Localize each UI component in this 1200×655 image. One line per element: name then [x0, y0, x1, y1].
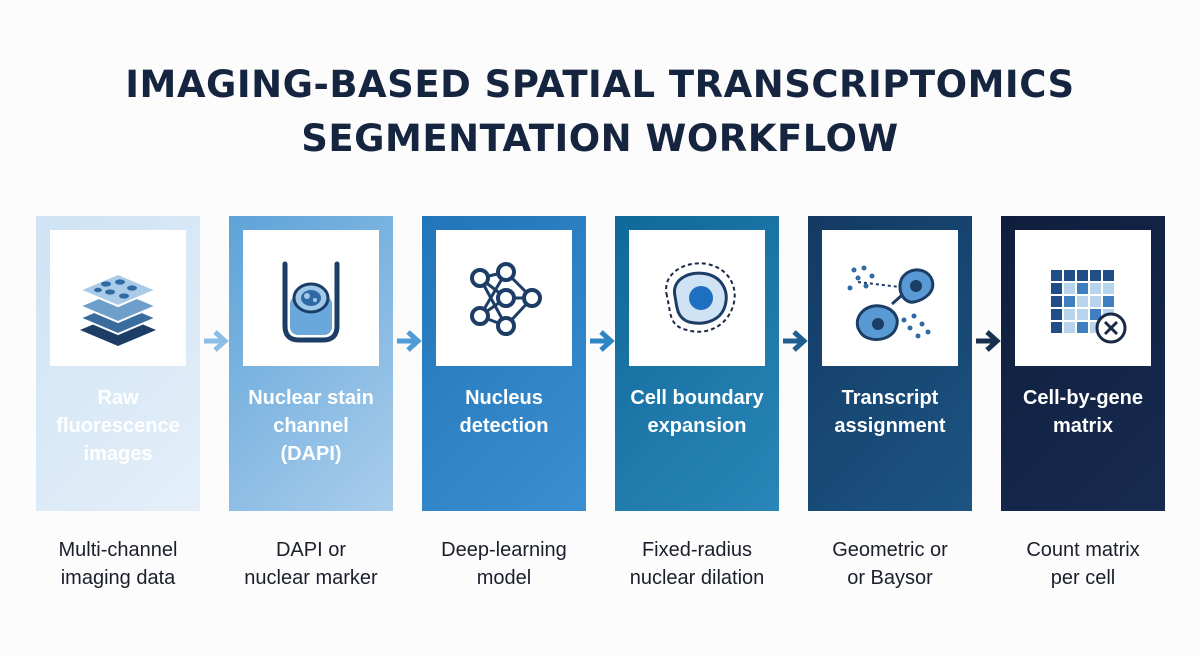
step-description-line: or Baysor [847, 567, 933, 589]
step-description: Geometric or or Baysor [795, 536, 985, 592]
title-line-1: IMAGING-BASED SPATIAL TRANSCRIPTOMICS [125, 63, 1075, 106]
step-description: Fixed-radius nuclear dilation [602, 536, 792, 592]
step-label-line: images [83, 443, 153, 465]
title-line-2: SEGMENTATION WORKFLOW [301, 117, 899, 160]
step-label: Transcript assignment [812, 384, 968, 440]
step-description: Deep-learning model [409, 536, 599, 592]
step-icon-box [50, 230, 186, 366]
flow-arrow-icon [202, 326, 232, 356]
step-label-line: channel [273, 415, 349, 437]
flow-arrow-icon [588, 326, 618, 356]
stained-nucleus-dish-icon [282, 261, 340, 343]
step-panel: Cell boundary expansion [615, 216, 779, 511]
step-description-line: Multi-channel [58, 539, 178, 561]
step-icon-box [243, 230, 379, 366]
page-title: IMAGING-BASED SPATIAL TRANSCRIPTOMICS SE… [0, 58, 1200, 166]
step-description-line: imaging data [60, 567, 176, 589]
workflow-step-1: Raw fluorescence images [36, 216, 200, 511]
step-label-line: Cell boundary [630, 387, 764, 409]
step-panel: Transcript assignment [808, 216, 972, 511]
transcript-assignment-icon [847, 265, 935, 342]
step-icon-box [629, 230, 765, 366]
step-description-line: Geometric or [832, 539, 948, 561]
flow-arrow-icon [395, 326, 425, 356]
step-label-line: assignment [834, 415, 946, 437]
workflow-step-3: Nucleus detection [422, 216, 586, 511]
step-label: Raw fluorescence images [40, 384, 196, 468]
step-description-line: Deep-learning [441, 539, 567, 561]
stacked-layers-icon [77, 272, 159, 346]
step-label-line: detection [459, 415, 549, 437]
step-label: Nuclear stain channel (DAPI) [233, 384, 389, 468]
step-panel: Nuclear stain channel (DAPI) [229, 216, 393, 511]
step-label: Nucleus detection [426, 384, 582, 440]
step-label: Cell boundary expansion [619, 384, 775, 440]
step-panel: Raw fluorescence images [36, 216, 200, 511]
step-label-line: Transcript [841, 387, 939, 409]
step-description-line: nuclear dilation [629, 567, 765, 589]
step-description-line: Count matrix [1026, 539, 1140, 561]
cell-expansion-icon [665, 262, 736, 333]
step-description-line: Fixed-radius [641, 539, 753, 561]
step-label: Cell-by-gene matrix [1005, 384, 1161, 440]
step-description-line: model [476, 567, 532, 589]
step-description: DAPI or nuclear marker [216, 536, 406, 592]
flow-arrow-icon [974, 326, 1004, 356]
step-icon-box [1015, 230, 1151, 366]
flow-arrow-icon [781, 326, 811, 356]
step-panel: Cell-by-gene matrix [1001, 216, 1165, 511]
step-label-line: expansion [647, 415, 747, 437]
step-icon-box [822, 230, 958, 366]
step-description: Count matrix per cell [988, 536, 1178, 592]
step-panel: Nucleus detection [422, 216, 586, 511]
step-label-line: (DAPI) [280, 443, 342, 465]
step-label-line: fluorescence [56, 415, 180, 437]
step-description-line: DAPI or [275, 539, 347, 561]
workflow-step-5: Transcript assignment [808, 216, 972, 511]
step-label-line: matrix [1052, 415, 1114, 437]
step-label-line: Nuclear stain [248, 387, 374, 409]
gene-matrix-icon [1051, 270, 1127, 344]
step-label-line: Raw [97, 387, 139, 409]
step-icon-box [436, 230, 572, 366]
step-label-line: Cell-by-gene [1022, 387, 1144, 409]
step-description: Multi-channel imaging data [23, 536, 213, 592]
step-label-line: Nucleus [465, 387, 543, 409]
step-description-line: per cell [1050, 567, 1116, 589]
workflow-step-2: Nuclear stain channel (DAPI) [229, 216, 393, 511]
step-description-line: nuclear marker [244, 567, 378, 589]
neural-network-icon [470, 262, 542, 336]
workflow-step-6: Cell-by-gene matrix [1001, 216, 1165, 511]
workflow-step-4: Cell boundary expansion [615, 216, 779, 511]
